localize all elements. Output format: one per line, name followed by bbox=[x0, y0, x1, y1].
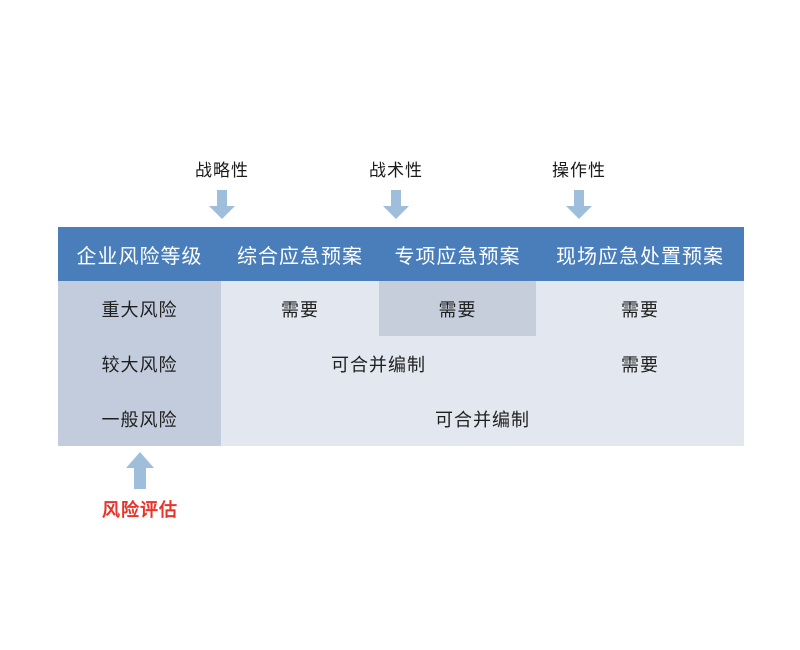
table-row: 较大风险 可合并编制 需要 bbox=[58, 336, 744, 391]
table-cell-merged: 可合并编制 bbox=[221, 391, 744, 446]
down-arrow-icon bbox=[383, 190, 409, 219]
table-header: 企业风险等级 综合应急预案 专项应急预案 现场应急处置预案 bbox=[58, 227, 744, 281]
down-arrow-icon bbox=[209, 190, 235, 219]
table-header-row: 企业风险等级 综合应急预案 专项应急预案 现场应急处置预案 bbox=[58, 227, 744, 281]
annotation-risk-assessment: 风险评估 bbox=[60, 452, 220, 522]
column-header-risk-level: 企业风险等级 bbox=[58, 227, 221, 281]
table-cell: 需要 bbox=[536, 281, 744, 336]
row-header-large-risk: 较大风险 bbox=[58, 336, 221, 391]
column-header-comprehensive-plan: 综合应急预案 bbox=[221, 227, 379, 281]
annotation-operational: 操作性 bbox=[519, 160, 639, 220]
table-row: 一般风险 可合并编制 bbox=[58, 391, 744, 446]
annotation-risk-assessment-label: 风险评估 bbox=[102, 500, 178, 521]
risk-plan-matrix-table: 企业风险等级 综合应急预案 专项应急预案 现场应急处置预案 重大风险 需要 需要… bbox=[58, 227, 744, 446]
column-header-special-plan: 专项应急预案 bbox=[379, 227, 536, 281]
table-cell: 需要 bbox=[221, 281, 379, 336]
annotation-strategic-label: 战略性 bbox=[195, 161, 249, 181]
row-header-general-risk: 一般风险 bbox=[58, 391, 221, 446]
annotation-tactical: 战术性 bbox=[336, 160, 456, 220]
table-cell-highlighted: 需要 bbox=[379, 281, 536, 336]
table-cell: 需要 bbox=[536, 336, 744, 391]
table-cell-merged: 可合并编制 bbox=[221, 336, 536, 391]
up-arrow-icon bbox=[126, 452, 154, 489]
annotation-operational-label: 操作性 bbox=[552, 161, 606, 181]
table-body: 重大风险 需要 需要 需要 较大风险 可合并编制 需要 一般风险 可合并编制 bbox=[58, 281, 744, 446]
annotation-tactical-label: 战术性 bbox=[369, 161, 423, 181]
down-arrow-icon bbox=[566, 190, 592, 219]
table-row: 重大风险 需要 需要 需要 bbox=[58, 281, 744, 336]
annotation-strategic: 战略性 bbox=[162, 160, 282, 220]
column-header-onsite-plan: 现场应急处置预案 bbox=[536, 227, 744, 281]
row-header-major-risk: 重大风险 bbox=[58, 281, 221, 336]
